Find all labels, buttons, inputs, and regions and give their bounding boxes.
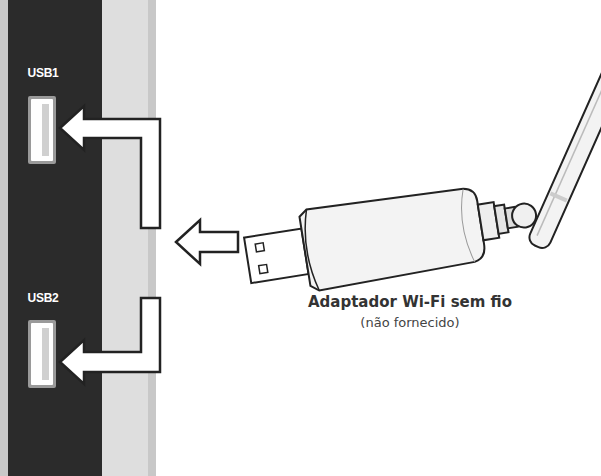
usb-port [28,96,56,164]
port-label: USB2 [28,291,59,305]
usb-port [28,320,56,388]
wifi-adapter [241,174,542,301]
port-label: USB1 [28,66,59,80]
part-name: Adaptador Wi-Fi sem fio [308,293,512,311]
panel-light [102,0,148,476]
panel-border [0,0,156,476]
note: (não fornecido) [360,315,459,330]
insert-arrow [60,298,160,384]
insert-arrow [176,220,238,264]
antenna [527,35,601,250]
panel-dark [8,0,102,476]
insert-arrow [60,106,160,228]
